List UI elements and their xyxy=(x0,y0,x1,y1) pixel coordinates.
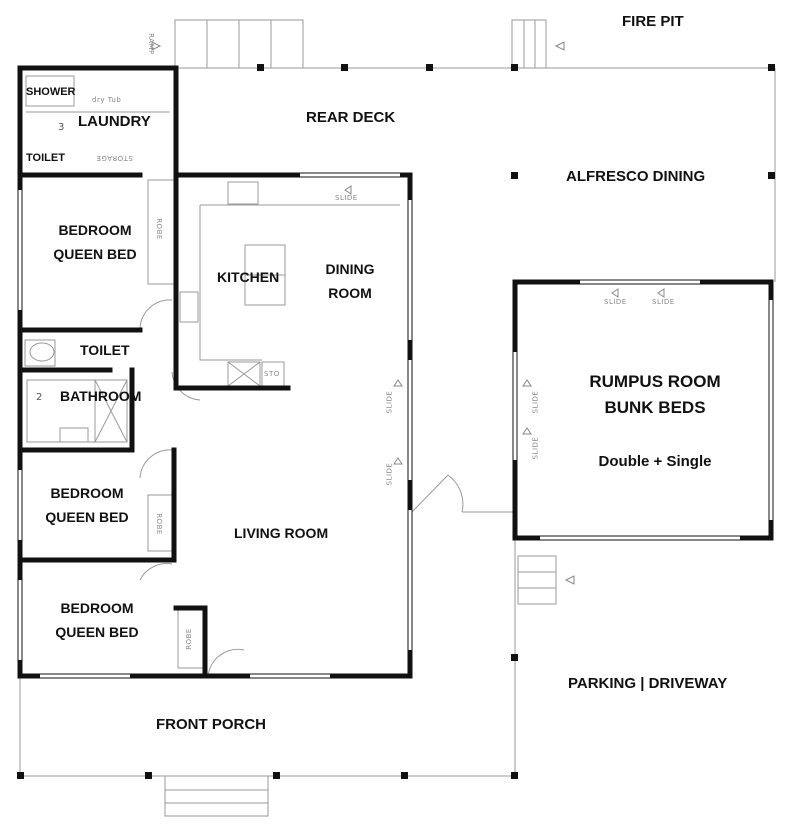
label-rumpus-room: RUMPUS ROOM xyxy=(589,372,721,391)
label-front-porch: FRONT PORCH xyxy=(156,716,266,733)
label-fire-pit: FIRE PIT xyxy=(622,13,684,30)
label-double-single: Double + Single xyxy=(598,453,712,470)
light-walls xyxy=(19,19,776,817)
storage-label: STORAGE xyxy=(96,154,133,162)
label-laundry: LAUNDRY xyxy=(78,113,151,130)
label-toilet-small: TOILET xyxy=(26,152,65,164)
slide-label-living-1: SLIDE xyxy=(385,390,394,414)
label-alfresco-dining: ALFRESCO DINING xyxy=(566,168,706,185)
deck-posts xyxy=(17,64,775,779)
slide-label-living-2: SLIDE xyxy=(385,462,394,486)
label-bunk-beds: BUNK BEDS xyxy=(604,398,706,417)
slide-label-kitchen: SLIDE xyxy=(335,194,358,202)
label-parking-driveway: PARKING | DRIVEWAY xyxy=(568,675,728,692)
slide-label-rumpus-side-1: SLIDE xyxy=(531,390,540,414)
robe-label-3: ROBE xyxy=(184,628,193,650)
label-bathroom: BATHROOM xyxy=(60,388,142,404)
slide-label-rumpus-1: SLIDE xyxy=(604,298,627,306)
label-shower: SHOWER xyxy=(26,86,76,98)
label-bedroom-1-title: BEDROOM xyxy=(58,222,132,238)
label-kitchen: KITCHEN xyxy=(217,269,280,285)
label-bedroom-1-bed: QUEEN BED xyxy=(53,246,137,262)
ramp-label-left: RAMP xyxy=(146,33,155,55)
label-bedroom-2-title: BEDROOM xyxy=(50,485,124,501)
bath-number: 2 xyxy=(36,392,43,403)
label-bedroom-2-bed: QUEEN BED xyxy=(45,509,129,525)
laundry-number: 3 xyxy=(58,122,65,133)
arrows xyxy=(151,41,665,585)
label-living-room: LIVING ROOM xyxy=(234,525,329,541)
slide-label-rumpus-2: SLIDE xyxy=(652,298,675,306)
label-dining-line2: ROOM xyxy=(328,285,372,301)
robe-label-2: ROBE xyxy=(154,513,163,535)
label-bedroom-3-title: BEDROOM xyxy=(60,600,134,616)
slide-label-rumpus-side-2: SLIDE xyxy=(531,436,540,460)
label-rear-deck: REAR DECK xyxy=(306,109,396,126)
label-dining-line1: DINING xyxy=(325,261,375,277)
label-bedroom-3-bed: QUEEN BED xyxy=(55,624,139,640)
sto-label: STO xyxy=(264,370,280,378)
windows xyxy=(18,173,773,678)
label-toilet: TOILET xyxy=(80,342,130,358)
dry-tub-label: dry Tub xyxy=(92,96,122,104)
robe-label-1: ROBE xyxy=(154,218,163,240)
